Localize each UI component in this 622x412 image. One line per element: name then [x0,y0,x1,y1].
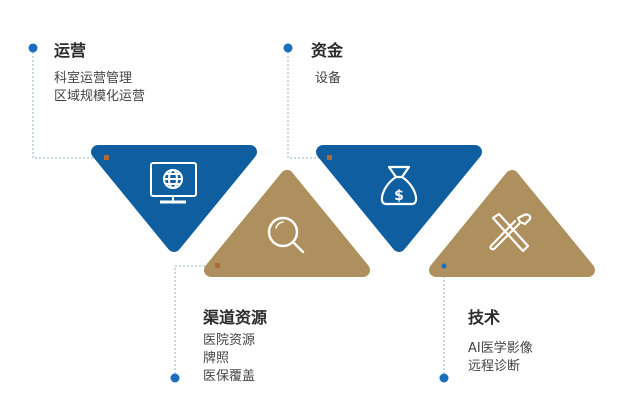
block-item: 医保覆盖 [203,369,256,384]
block-title-channels: 渠道资源 [203,308,268,327]
magnifier-icon [267,216,305,254]
block-item: 设备 [315,71,342,86]
connector-funding [287,48,330,159]
anchor-funding [327,155,332,160]
bullet-funding [283,43,293,53]
block-item: 科室运营管理 [54,71,133,86]
connector-channels [174,265,218,378]
block-item: AI医学影像 [468,341,533,356]
anchor-operations [104,155,109,160]
bullet-channels [170,373,180,383]
block-item: 区域规模化运营 [54,89,146,104]
block-title-funding: 资金 [311,41,344,60]
anchor-technology [441,263,447,269]
monitor-globe-icon [150,162,197,204]
bullet-operations [28,43,38,53]
money-bag-icon: $ [380,165,418,206]
connector-operations [32,48,107,159]
tools-icon [489,212,532,253]
triangle-funding [316,145,482,252]
block-item: 远程诊断 [468,359,521,374]
triangle-channels [204,170,370,277]
block-item: 医院资源 [203,333,256,348]
bullet-technology [439,373,449,383]
block-title-technology: 技术 [468,308,501,327]
block-title-operations: 运营 [54,41,87,60]
svg-text:$: $ [394,188,404,204]
anchor-channels [215,263,220,268]
block-item: 牌照 [203,351,230,366]
